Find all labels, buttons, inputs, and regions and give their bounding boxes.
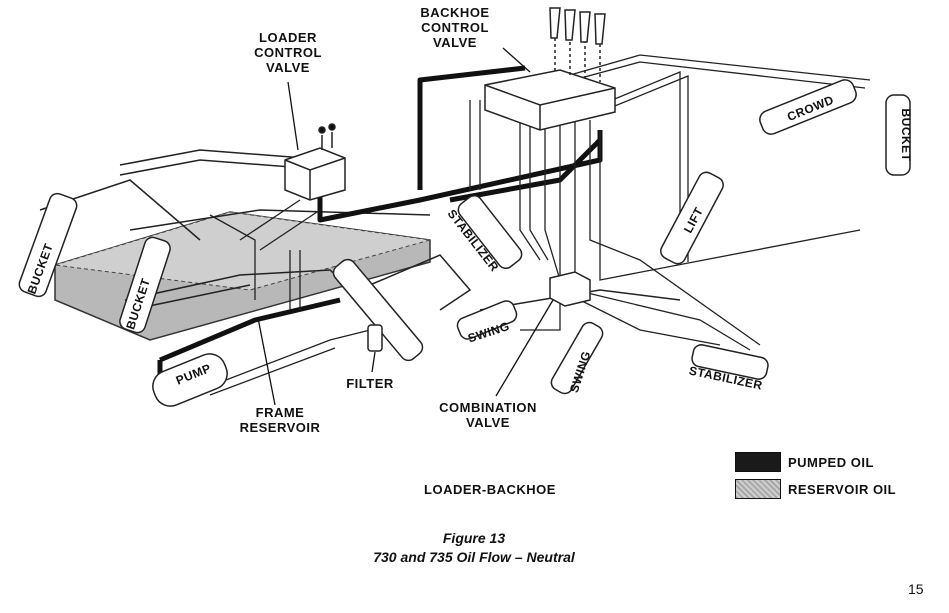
loader-control-valve xyxy=(284,123,346,201)
legend-swatch-pumped xyxy=(735,452,781,472)
figure-title: 730 and 735 Oil Flow – Neutral xyxy=(373,549,575,565)
page-number: 15 xyxy=(908,581,924,597)
label-combination-valve: COMBINATION VALVE xyxy=(439,400,537,430)
cylinders xyxy=(18,79,911,407)
label-loader-control-valve: LOADER CONTROL VALVE xyxy=(254,30,322,75)
legend-label-pumped: PUMPED OIL xyxy=(788,455,874,470)
label-frame-reservoir: FRAME RESERVOIR xyxy=(239,405,321,435)
label-bucket-right: BUCKET xyxy=(899,109,913,162)
backhoe-control-valve xyxy=(484,7,616,131)
legend-label-reservoir: RESERVOIR OIL xyxy=(788,482,897,497)
frame-lines xyxy=(39,149,681,351)
combination-valve xyxy=(549,271,591,307)
leader-lines xyxy=(257,47,554,406)
label-loader-backhoe: LOADER-BACKHOE xyxy=(424,482,556,497)
label-backhoe-control-valve: BACKHOE CONTROL VALVE xyxy=(420,5,490,50)
figure-number: Figure 13 xyxy=(442,530,506,546)
legend-swatch-reservoir xyxy=(735,479,781,499)
label-filter: FILTER xyxy=(346,376,394,391)
